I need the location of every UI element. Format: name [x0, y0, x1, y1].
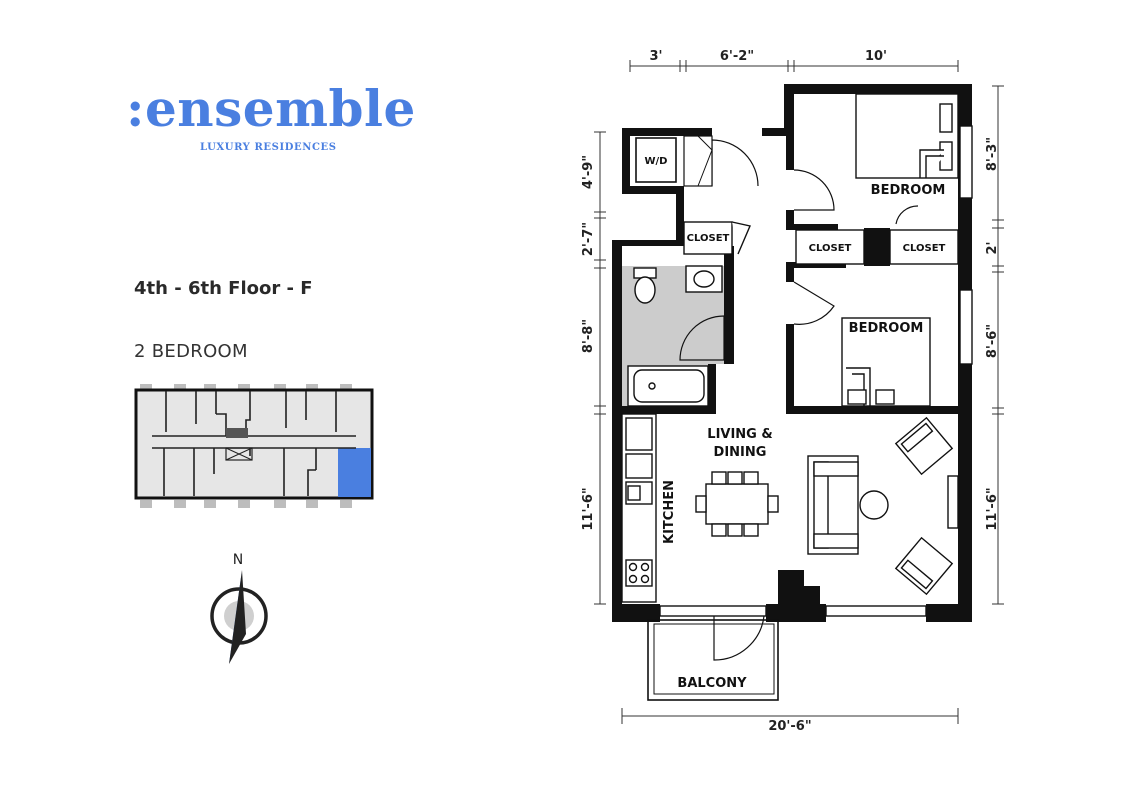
- armchair-top: [894, 416, 954, 476]
- floor-plan: W/D CLOSET CLOSET CLOSET BEDROOM BEDROOM…: [581, 49, 1004, 734]
- bed-2: [841, 317, 931, 407]
- brand-tagline: LUXURY RESIDENCES: [200, 142, 337, 153]
- label-living-1: LIVING &: [707, 427, 772, 442]
- brand-name: :ensemble: [126, 79, 416, 138]
- label-bedroom-2: BEDROOM: [849, 321, 924, 336]
- key-plan-building: [134, 388, 374, 500]
- dim-right-4: 11'-6": [985, 487, 1000, 530]
- north-label: N: [233, 552, 243, 568]
- dimension-lines: [594, 60, 1004, 724]
- dim-top-2: 6'-2": [720, 49, 754, 64]
- washer-dryer: [635, 137, 677, 183]
- armchair-bottom: [894, 536, 954, 596]
- dim-right-1: 8'-3": [985, 137, 1000, 171]
- dining-table: [695, 471, 779, 537]
- label-closet-bed1: CLOSET: [809, 243, 852, 254]
- walls: [612, 84, 972, 622]
- north-arrow: N: [210, 552, 268, 664]
- door-swings: [679, 139, 919, 661]
- sofa: [807, 455, 859, 555]
- key-plan-tabs: [140, 384, 352, 508]
- dim-left-3: 8'-8": [581, 319, 596, 353]
- closet-boxes: [683, 221, 959, 265]
- key-plan-unit-highlight: [338, 448, 371, 497]
- dim-left-1: 4'-9": [581, 155, 596, 189]
- label-bedroom-1: BEDROOM: [871, 183, 946, 198]
- key-plan: [134, 384, 374, 508]
- label-kitchen: KITCHEN: [662, 480, 677, 544]
- dim-top-1: 3': [649, 49, 662, 64]
- label-closet-bed2: CLOSET: [903, 243, 946, 254]
- label-closet-hall: CLOSET: [687, 233, 730, 244]
- dim-top-3: 10': [865, 49, 887, 64]
- balcony-outline: [647, 619, 779, 701]
- kitchen-counter: [621, 413, 657, 603]
- coffee-table: [859, 490, 889, 520]
- bed-1: [855, 93, 959, 179]
- unit-type: 2 BEDROOM: [134, 341, 248, 362]
- dim-right-2: 2': [985, 241, 1000, 254]
- dim-left-2: 2'-7": [581, 222, 596, 256]
- dim-left-4: 11'-6": [581, 487, 596, 530]
- dim-bottom: 20'-6": [768, 719, 811, 734]
- bathroom-fixtures: [627, 265, 723, 407]
- brand-logo: :ensemble LUXURY RESIDENCES: [126, 79, 416, 154]
- dim-right-3: 8'-6": [985, 324, 1000, 358]
- label-living-2: DINING: [714, 445, 767, 460]
- label-wd: W/D: [645, 156, 668, 167]
- windows: [659, 125, 973, 617]
- floor-label: 4th - 6th Floor - F: [134, 278, 313, 299]
- label-balcony: BALCONY: [677, 676, 747, 691]
